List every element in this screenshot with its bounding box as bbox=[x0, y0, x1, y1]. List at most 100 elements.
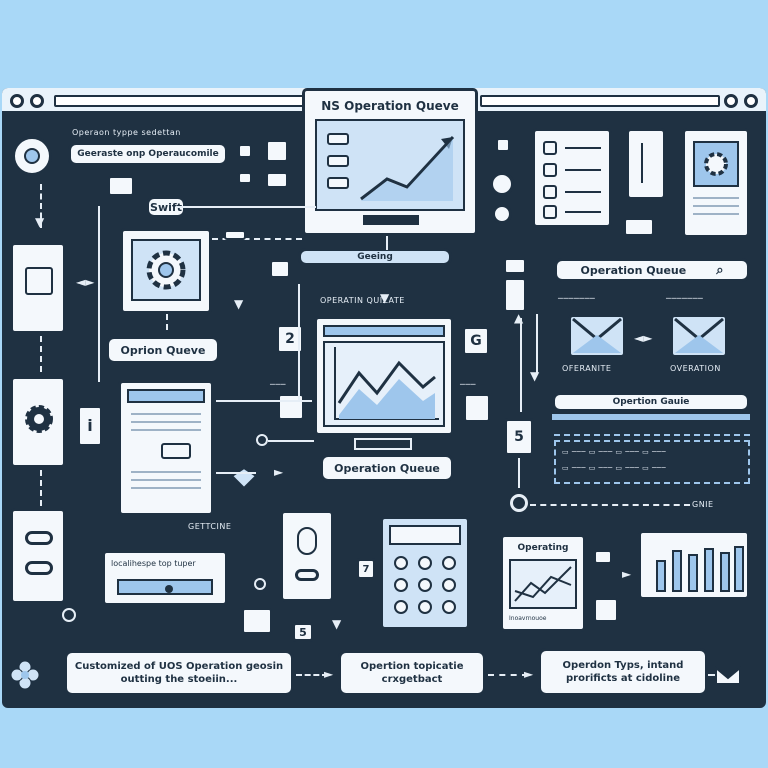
mail-open-icon[interactable] bbox=[714, 662, 742, 686]
mail-icon[interactable] bbox=[568, 314, 626, 358]
geeing-pill[interactable]: Geeing bbox=[298, 248, 452, 266]
phone-device[interactable] bbox=[10, 242, 66, 334]
step-number-5b[interactable]: 5 bbox=[292, 622, 314, 642]
line-chart-icon bbox=[334, 347, 439, 420]
arrow-down-icon: ▼ bbox=[530, 369, 540, 383]
number-tile bbox=[504, 278, 526, 312]
list-card[interactable] bbox=[626, 128, 666, 200]
slider-track[interactable] bbox=[117, 579, 213, 595]
arrow-right-icon: ► bbox=[274, 465, 284, 479]
operation-guide-bar[interactable]: Opertion Gauie bbox=[552, 392, 750, 412]
calculator-card[interactable] bbox=[380, 516, 470, 630]
step-number-6[interactable]: G bbox=[462, 326, 490, 356]
toggle-knob-icon[interactable] bbox=[492, 204, 512, 224]
footer-left-card[interactable]: Customized of UOS Operation geosin outti… bbox=[64, 650, 294, 696]
top-caption: Operaon typpe sedettan bbox=[72, 128, 181, 137]
keypad-icon[interactable] bbox=[391, 553, 463, 623]
small-square-icon bbox=[270, 260, 290, 278]
mail-icon[interactable] bbox=[670, 314, 728, 358]
tiny-label: ─── bbox=[460, 380, 476, 389]
document-card[interactable] bbox=[118, 380, 214, 516]
footer-right-card[interactable]: Operdon Typs, intand prorificts at cidol… bbox=[538, 648, 708, 696]
line-chart-icon bbox=[514, 566, 572, 602]
bar-chart-icon bbox=[656, 546, 744, 592]
info-icon: i bbox=[78, 406, 102, 446]
node-circle bbox=[62, 608, 76, 622]
list-icon bbox=[266, 172, 288, 188]
tiles-icon bbox=[108, 176, 134, 196]
phone-device[interactable] bbox=[10, 508, 66, 604]
small-square-icon bbox=[238, 172, 252, 184]
small-square-icon bbox=[238, 144, 252, 158]
node-circle bbox=[510, 494, 528, 512]
gnie-label: GNIE bbox=[692, 500, 714, 509]
phone-device[interactable] bbox=[280, 510, 334, 602]
title-monitor: NS Operation Queve bbox=[302, 88, 478, 236]
arrow-up-icon: ▲ bbox=[514, 311, 524, 325]
window-dot-icon[interactable] bbox=[744, 94, 758, 108]
search-icon[interactable]: ⌕ bbox=[716, 262, 724, 278]
small-bar-icon bbox=[504, 258, 526, 274]
localhesper-label: localihespe top tuper bbox=[111, 559, 196, 568]
checkbox-icon[interactable] bbox=[543, 163, 557, 177]
phone-device[interactable] bbox=[10, 376, 66, 468]
chart-monitor[interactable] bbox=[314, 316, 454, 436]
calc-display bbox=[389, 525, 461, 545]
checkbox-icon[interactable] bbox=[543, 141, 557, 155]
arrow-right-icon: ► bbox=[622, 567, 632, 581]
node-circle bbox=[256, 434, 268, 446]
oprion-queve-pill[interactable]: Oprion Queve bbox=[106, 336, 220, 364]
window-dot-icon[interactable] bbox=[724, 94, 738, 108]
battery-icon bbox=[624, 218, 654, 236]
settings-document-card[interactable] bbox=[682, 128, 750, 238]
grid-icon bbox=[266, 140, 288, 162]
slider-knob-icon[interactable] bbox=[165, 585, 173, 593]
node-circle bbox=[254, 578, 266, 590]
opertain-label: OPERATIN QUIZATE bbox=[320, 296, 405, 305]
link-icon bbox=[25, 561, 53, 575]
window-dot-icon[interactable] bbox=[10, 94, 24, 108]
search-label: Operation Queue bbox=[580, 263, 687, 277]
checkbox-icon[interactable] bbox=[543, 205, 557, 219]
arrow-right-icon: ► bbox=[324, 667, 334, 681]
diamond-icon bbox=[230, 466, 258, 490]
small-bar-icon bbox=[224, 230, 246, 240]
operation-queue-center-pill[interactable]: Operation Queue bbox=[320, 454, 454, 482]
operating-card[interactable]: Operating Inoavrnouoe bbox=[500, 534, 586, 632]
flower-icon bbox=[10, 660, 40, 690]
geeraste-pill[interactable]: Geeraste onp Operaucomile bbox=[68, 142, 228, 166]
gear-icon bbox=[25, 405, 53, 433]
footer-middle-card[interactable]: Opertion topicatie crxgetbact bbox=[338, 650, 486, 696]
step-number-7[interactable]: 7 bbox=[356, 558, 376, 580]
arrow-down-icon: ▼ bbox=[380, 291, 390, 305]
toggle-knob-icon[interactable] bbox=[490, 172, 514, 196]
link-icon bbox=[295, 569, 319, 581]
settings-card[interactable] bbox=[120, 228, 212, 314]
gear-icon bbox=[146, 250, 186, 290]
overation-label: OVERATION bbox=[670, 364, 721, 373]
dashed-group: ▭ ─── ▭ ─── ▭ ─── ▭ ─── ▭ ─── ▭ ─── ▭ ──… bbox=[554, 440, 750, 484]
step-number-5[interactable]: 5 bbox=[504, 418, 534, 456]
address-bar[interactable] bbox=[54, 95, 304, 107]
checklist-card[interactable] bbox=[532, 128, 612, 228]
trend-up-icon bbox=[360, 135, 455, 201]
tiny-label: ─── bbox=[270, 380, 286, 389]
chart-header bbox=[323, 325, 445, 337]
address-bar-secondary[interactable] bbox=[480, 95, 720, 107]
app-icon bbox=[25, 267, 53, 295]
operation-queue-search[interactable]: Operation Queue ⌕ bbox=[554, 258, 750, 282]
checkbox-icon[interactable] bbox=[543, 185, 557, 199]
localhesper-card[interactable]: localihespe top tuper bbox=[102, 550, 228, 606]
small-square-icon bbox=[594, 550, 612, 564]
trend-screen bbox=[315, 119, 465, 211]
envelope-caption: ─────── bbox=[666, 294, 704, 303]
arrow-left-right-icon: ◄► bbox=[76, 275, 95, 289]
envelope-caption: ─────── bbox=[558, 294, 596, 303]
operating-label: Operating bbox=[517, 543, 569, 553]
circle-icon bbox=[278, 394, 304, 420]
target-icon[interactable] bbox=[12, 136, 52, 176]
window-dot-icon[interactable] bbox=[30, 94, 44, 108]
link-icon bbox=[25, 531, 53, 545]
operating-sub: Inoavrnouoe bbox=[509, 615, 547, 622]
bar-chart-card[interactable] bbox=[638, 530, 750, 600]
